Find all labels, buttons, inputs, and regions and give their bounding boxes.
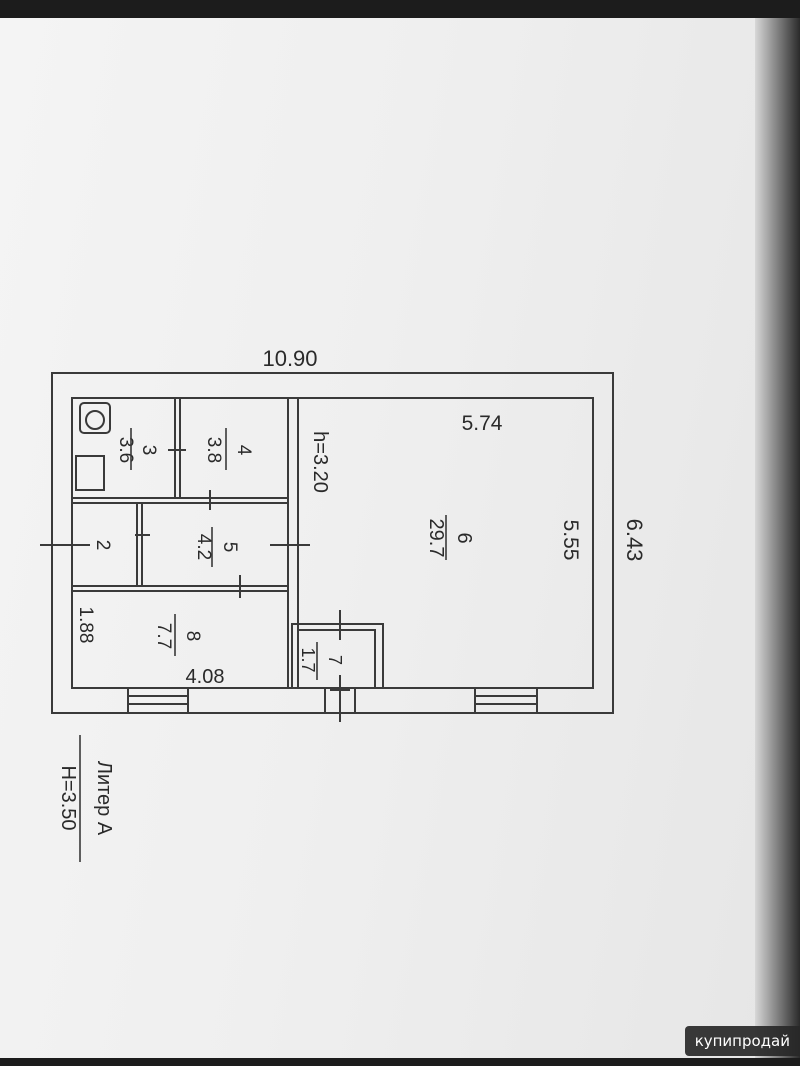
room5-number: 5	[219, 542, 240, 553]
room8-number: 8	[182, 631, 203, 642]
main-room-depth-label: 5.55	[559, 520, 582, 561]
room7-area: 1.7	[298, 647, 318, 672]
room3-area: 3.6	[115, 437, 136, 463]
ceiling-height-label: h=3.20	[309, 431, 331, 493]
watermark-badge[interactable]: купипродай	[684, 1026, 800, 1056]
room5-area: 4.2	[193, 534, 214, 560]
legend-title: Литер А	[93, 761, 115, 836]
legend-height: Н=3.50	[57, 765, 79, 830]
paper-sheet	[0, 18, 780, 1058]
room4-area: 3.8	[203, 437, 224, 463]
room3-number: 3	[138, 445, 159, 456]
outer-wall-inner	[71, 397, 594, 689]
room6-area: 29.7	[425, 519, 447, 558]
overall-width-label: 10.90	[262, 346, 317, 371]
room8-length-label: 4.08	[186, 666, 225, 688]
main-room-width-label: 5.74	[462, 412, 503, 435]
room2-number: 2	[92, 540, 113, 551]
overall-depth-label: 6.43	[622, 519, 647, 562]
room4-number: 4	[233, 445, 254, 456]
window-right	[474, 687, 538, 714]
room8-area: 7.7	[153, 623, 174, 649]
paper-shadow	[755, 18, 800, 1058]
room6-number: 6	[453, 532, 475, 543]
sink-fixture	[75, 455, 105, 491]
room8-side-label: 1.88	[75, 607, 96, 644]
toilet-fixture	[79, 402, 111, 434]
window-left	[127, 687, 189, 714]
room7-number: 7	[325, 655, 345, 665]
